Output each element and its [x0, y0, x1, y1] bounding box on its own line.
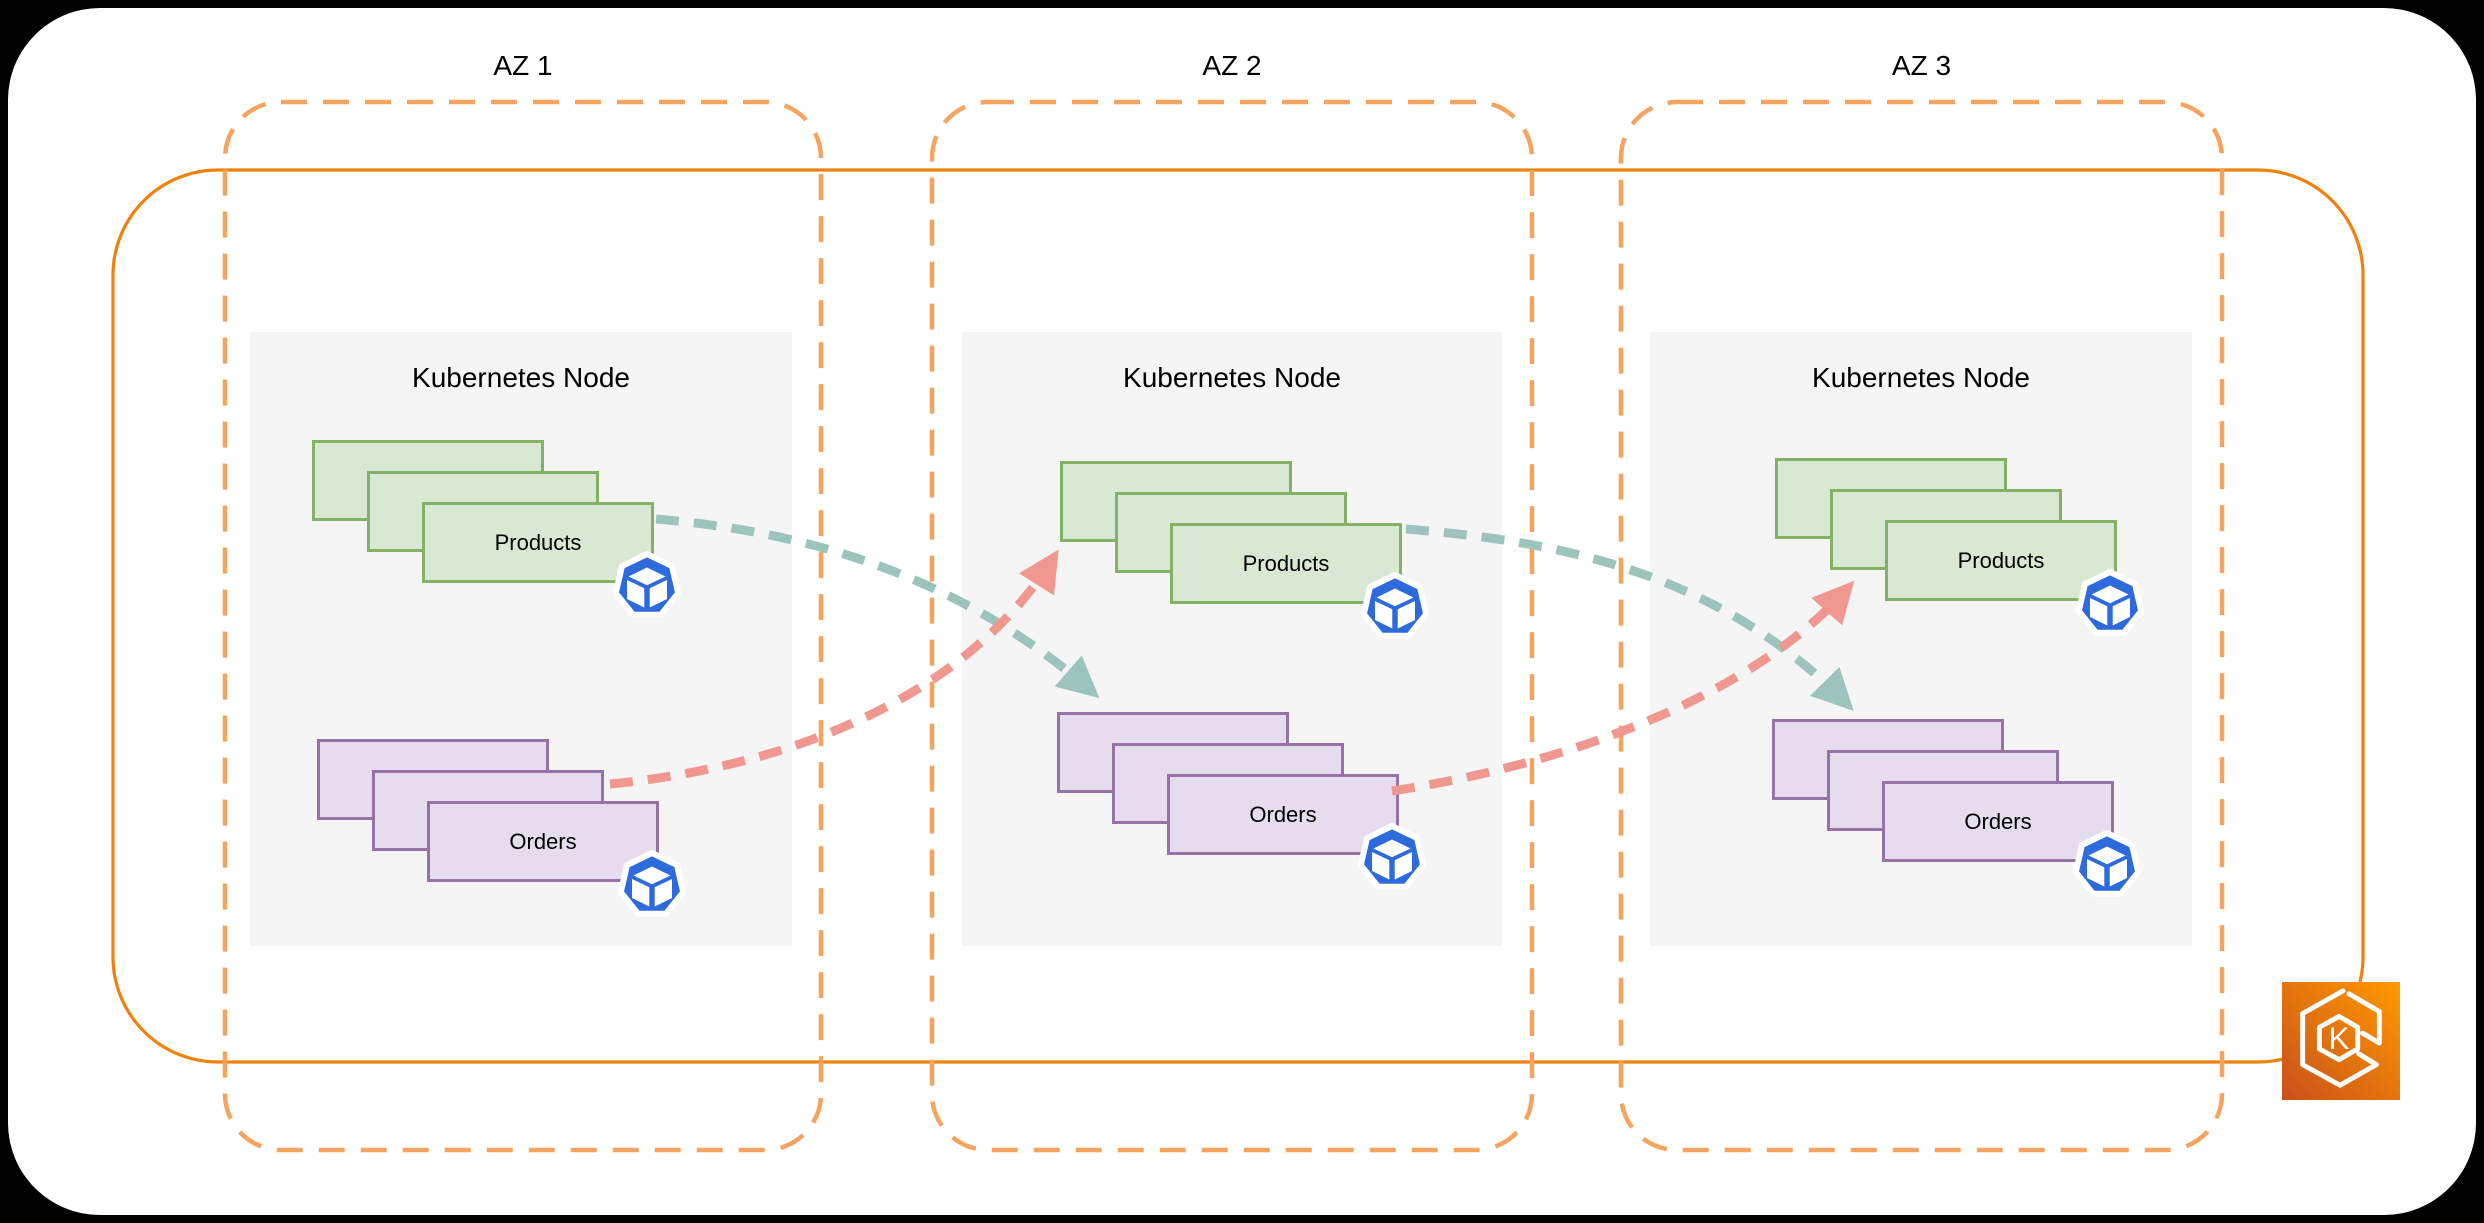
deployment-stack-products-az1: Products — [312, 440, 657, 586]
kubernetes-pod-icon — [616, 850, 688, 922]
kubernetes-pod-icon — [1356, 823, 1428, 895]
deployment-replica-front: Products — [1170, 523, 1402, 604]
deployment-stack-products-az3: Products — [1775, 458, 2120, 604]
az3-label: AZ 3 — [1891, 50, 1952, 81]
deployment-replica-front: Orders — [427, 801, 659, 882]
deployment-label: Orders — [1249, 801, 1317, 827]
arrow-products-az2-to-orders-az3 — [1405, 524, 1854, 711]
node-title: Kubernetes Node — [1812, 362, 2030, 393]
arrow-products-az1-to-orders-az2 — [655, 514, 1100, 699]
kubernetes-pod-icon — [2074, 569, 2146, 641]
deployment-replica-front: Products — [422, 502, 654, 583]
deployment-label: Products — [1242, 550, 1330, 576]
kubernetes-pod-icon — [1359, 572, 1431, 644]
deployment-label: Products — [1957, 547, 2045, 573]
az1-label: AZ 1 — [493, 50, 553, 81]
deployment-replica-front: Orders — [1882, 781, 2114, 862]
deployment-stack-orders-az1: Orders — [317, 739, 662, 885]
deployment-replica-front: Products — [1885, 520, 2117, 601]
kubernetes-pod-icon — [2071, 830, 2143, 902]
node-title: Kubernetes Node — [1123, 362, 1341, 393]
eks-letter: K — [2329, 1021, 2350, 1056]
eks-cluster-boundary — [111, 168, 2365, 1064]
deployment-stack-products-az2: Products — [1060, 461, 1405, 607]
kubernetes-pod-icon — [611, 551, 683, 623]
node-title: Kubernetes Node — [412, 362, 630, 393]
deployment-label: Orders — [1964, 808, 2032, 834]
arrow-orders-az2-to-products-az3 — [1391, 580, 1855, 796]
deployment-label: Products — [494, 529, 582, 555]
deployment-replica-front: Orders — [1167, 774, 1399, 855]
az2-label: AZ 2 — [1202, 50, 1262, 81]
deployment-stack-orders-az3: Orders — [1772, 719, 2117, 865]
amazon-eks-icon: K — [2282, 982, 2400, 1100]
deployment-label: Orders — [509, 828, 577, 854]
deployment-stack-orders-az2: Orders — [1057, 712, 1402, 858]
